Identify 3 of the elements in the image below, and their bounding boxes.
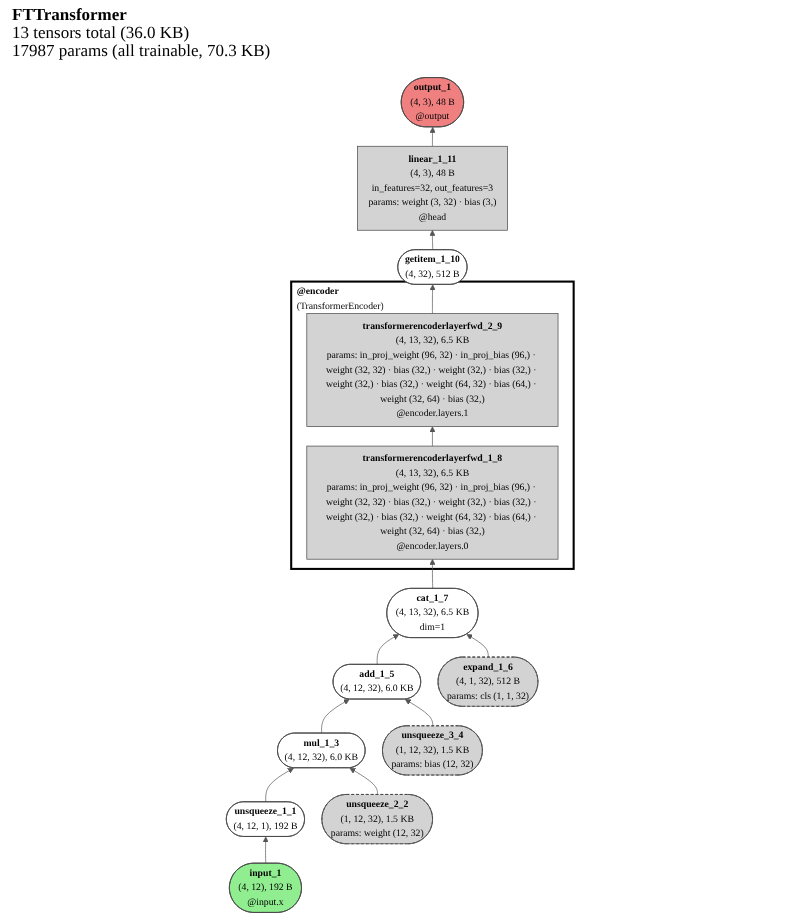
summary-text: 13 tensors total (36.0 KB) — [12, 24, 192, 42]
diagram-title: FTTransformer — [12, 6, 129, 24]
summary-text: 17987 params (all trainable, 70.3 KB) — [12, 42, 271, 60]
